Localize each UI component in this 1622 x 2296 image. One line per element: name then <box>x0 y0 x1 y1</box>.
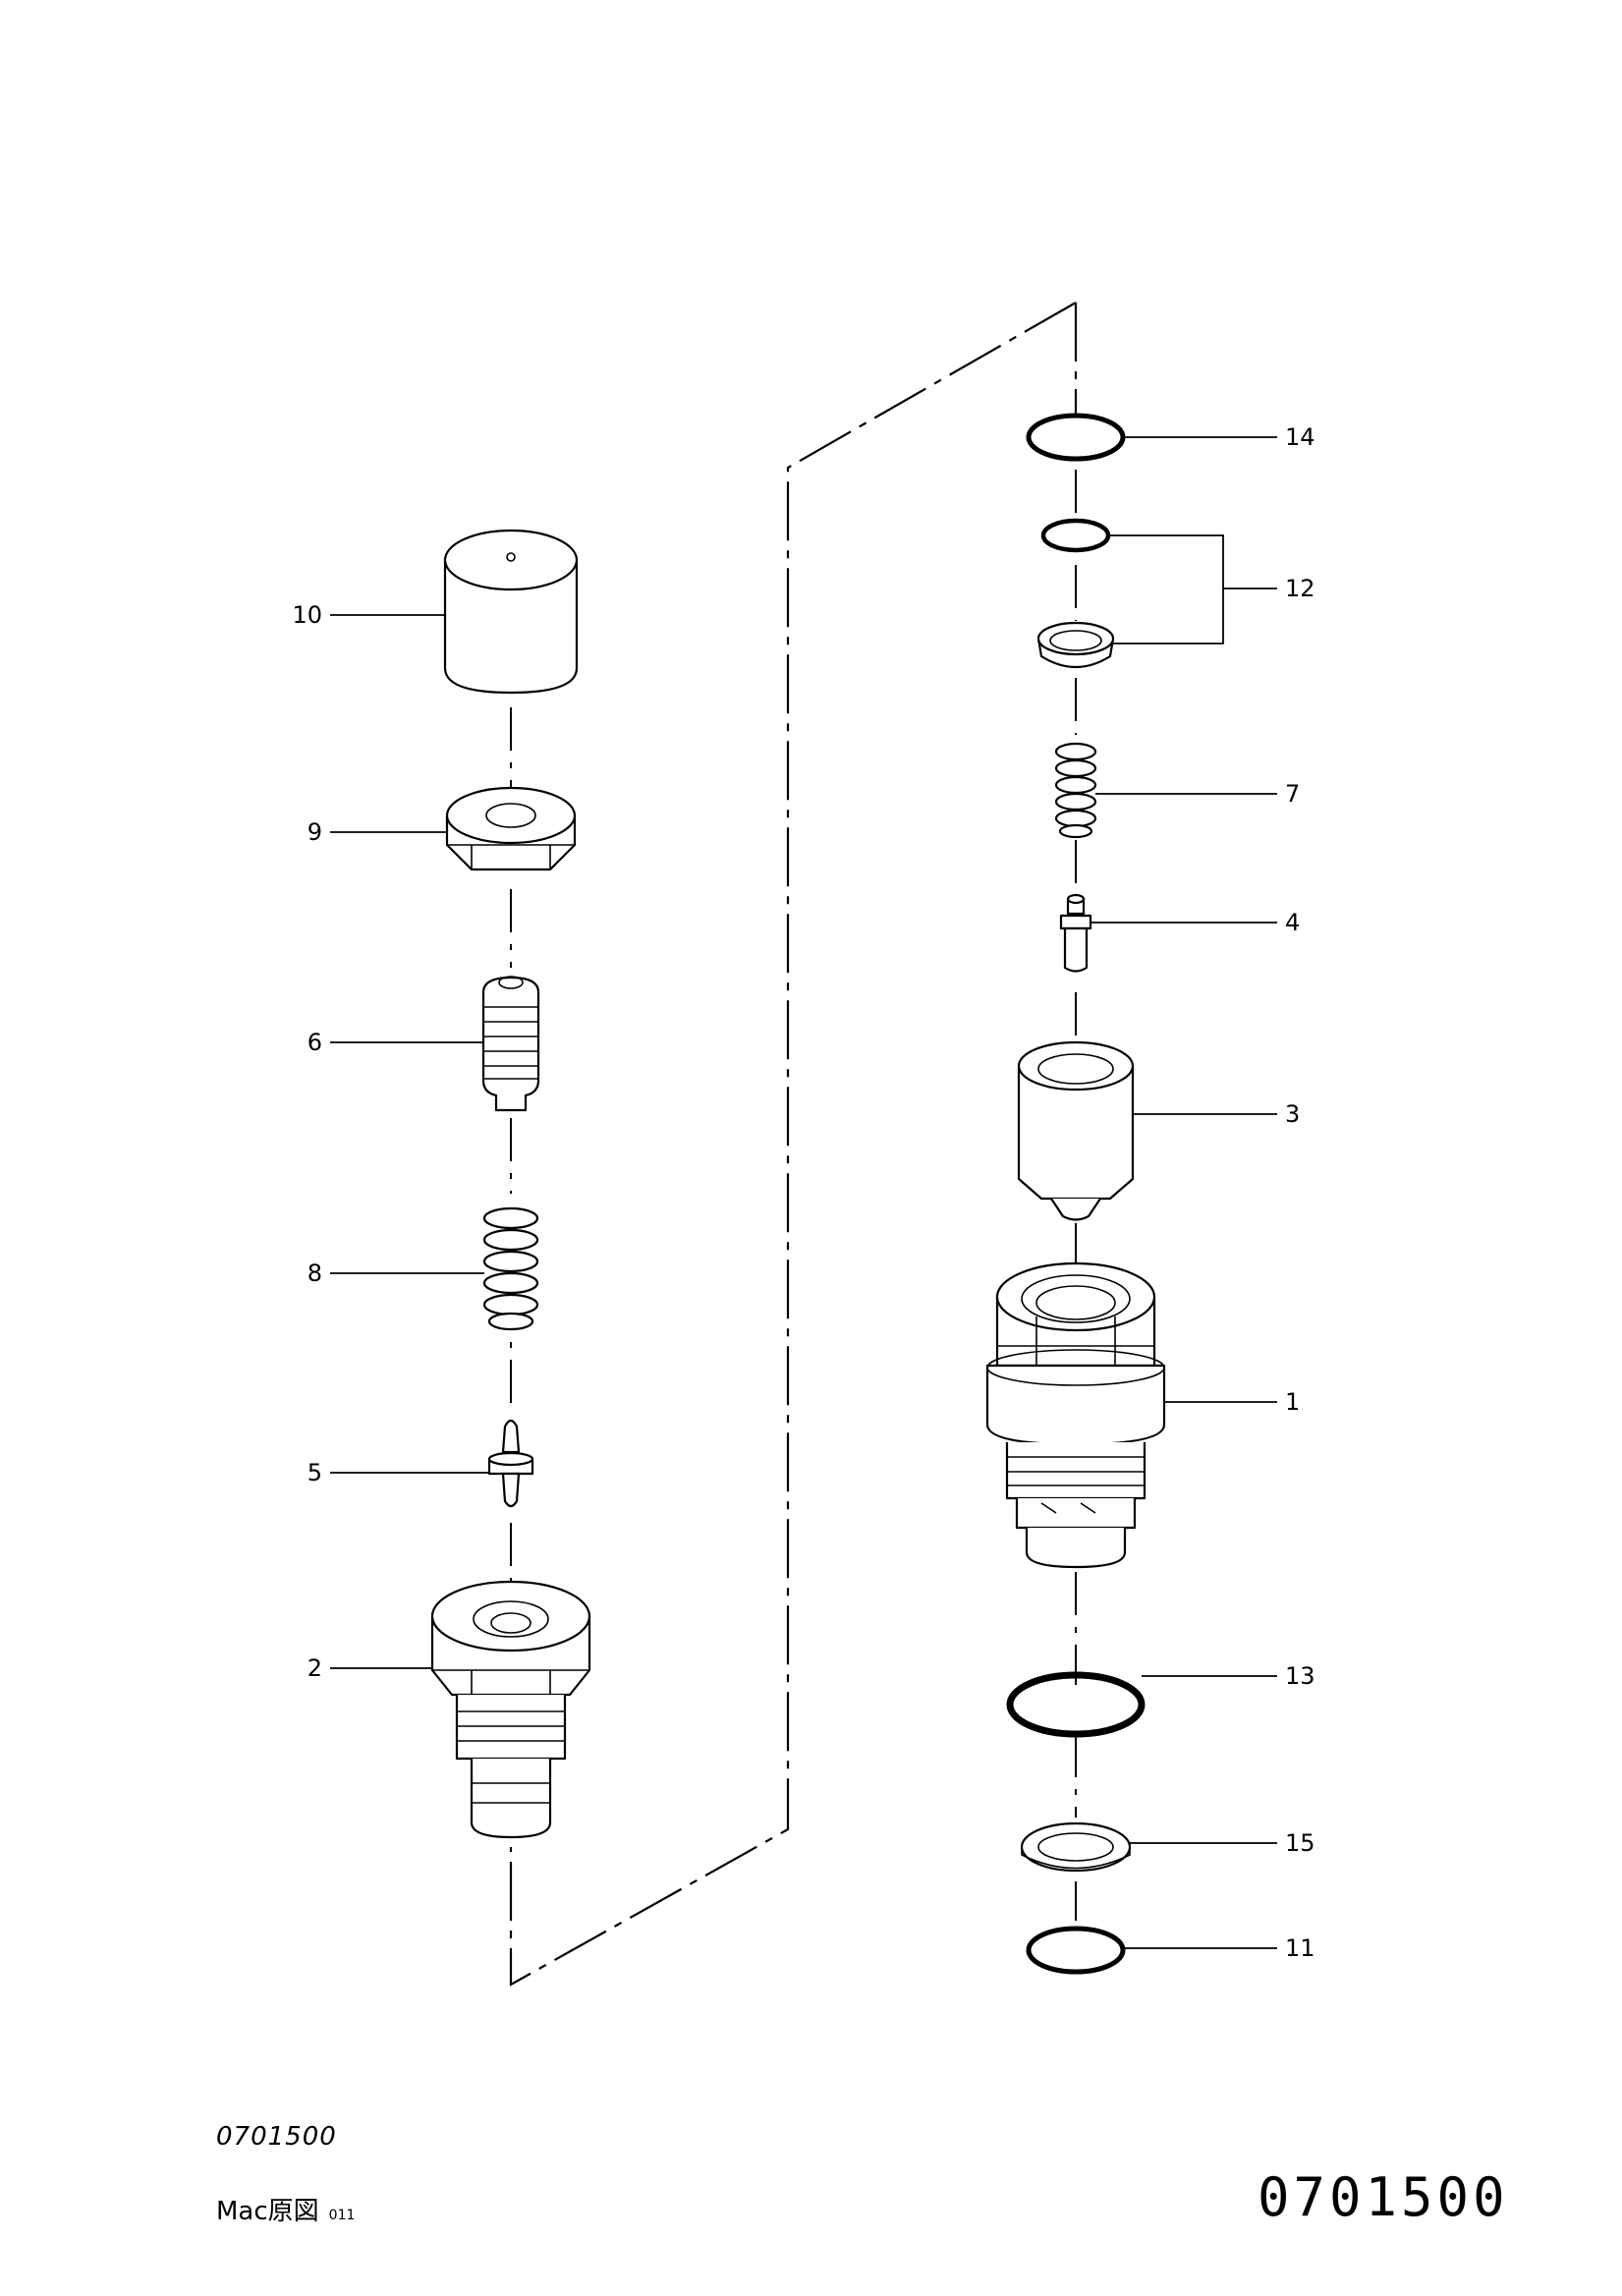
callout-14: 14 <box>1285 423 1315 451</box>
part-6-adjusting-screw <box>481 976 540 1112</box>
part-8-spring <box>482 1206 539 1331</box>
callout-11: 11 <box>1285 1934 1315 1962</box>
callout-labels: 10 9 6 8 5 2 14 12 7 4 3 1 13 15 11 <box>292 423 1314 1962</box>
callout-6: 6 <box>308 1029 322 1056</box>
callout-4: 4 <box>1285 909 1300 936</box>
callout-1: 1 <box>1285 1388 1300 1416</box>
drawing-code-large: 0701500 <box>1258 2166 1509 2228</box>
drawing-code-small: 0701500 <box>216 2122 337 2152</box>
part-14-o-ring <box>1026 413 1126 462</box>
source-note: Mac原図 011 <box>216 2191 355 2227</box>
source-note-text: Mac原図 <box>216 2197 319 2226</box>
callout-15: 15 <box>1285 1829 1315 1857</box>
source-number: 011 <box>328 2208 356 2223</box>
callout-13: 13 <box>1285 1662 1315 1690</box>
part-7-spring <box>1054 742 1097 839</box>
part-15-washer <box>1020 1821 1132 1873</box>
part-11-o-ring <box>1026 1926 1126 1975</box>
callout-12: 12 <box>1285 575 1315 602</box>
part-9-hex-nut <box>445 786 577 871</box>
part-2-plug-body <box>430 1580 591 1839</box>
part-3-sleeve <box>1017 1040 1135 1221</box>
callout-10: 10 <box>292 601 322 629</box>
leader-lines <box>330 436 1277 1949</box>
part-5-poppet <box>487 1419 534 1508</box>
callout-9: 9 <box>308 818 322 846</box>
callout-7: 7 <box>1285 780 1300 808</box>
callout-3: 3 <box>1285 1100 1300 1128</box>
part-10-cap <box>443 529 579 695</box>
part-1-valve-body <box>985 1261 1166 1569</box>
part-12-seal-set <box>1036 518 1115 668</box>
callout-5: 5 <box>308 1459 322 1486</box>
callout-2: 2 <box>308 1654 322 1682</box>
assembly-path-line <box>509 302 1077 1987</box>
part-13-o-ring <box>1006 1671 1146 1738</box>
part-4-pin <box>1059 893 1092 973</box>
callout-8: 8 <box>308 1260 322 1287</box>
